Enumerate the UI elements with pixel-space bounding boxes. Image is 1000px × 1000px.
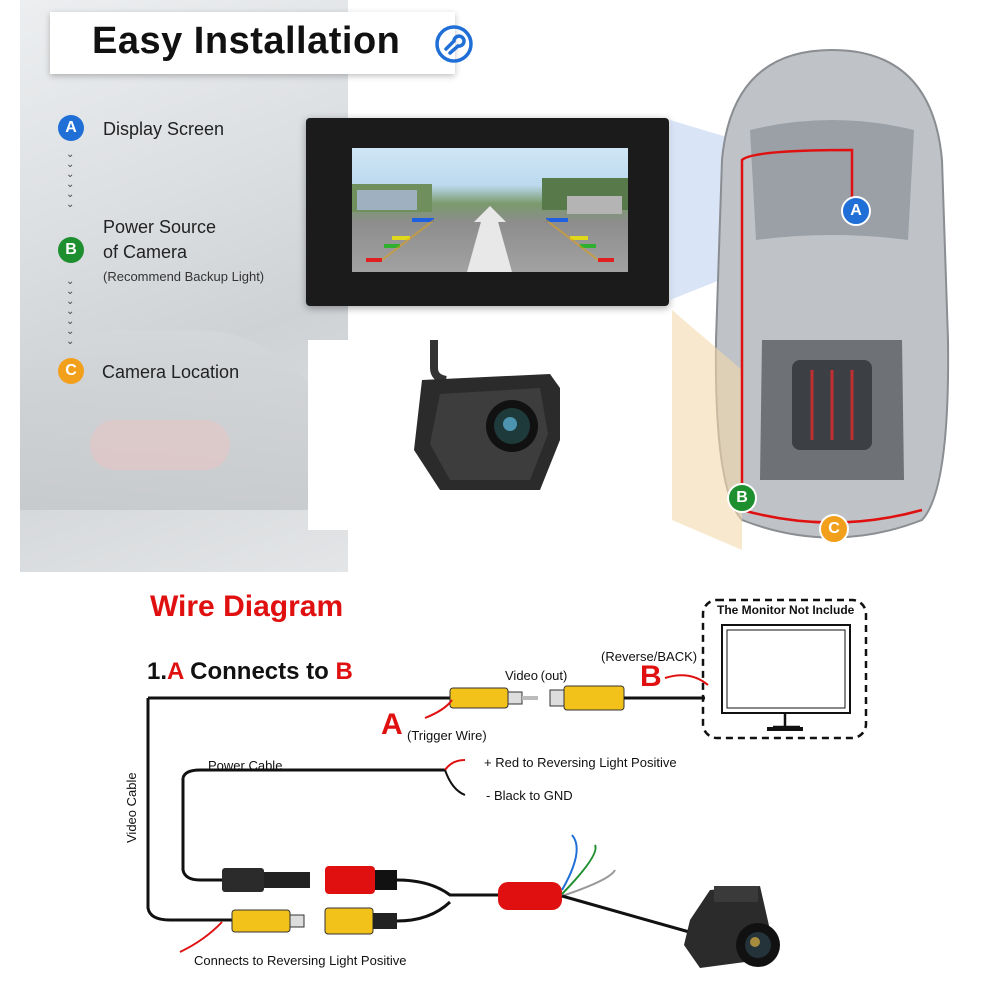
connects-positive-label: Connects to Reversing Light Positive: [194, 953, 407, 968]
legend-of-camera: of Camera: [103, 242, 188, 262]
a-marker: A: [381, 708, 403, 741]
monitor-screen: [352, 148, 628, 272]
trigger-wire-label: (Trigger Wire): [407, 728, 487, 743]
camera-diagram-image: [684, 886, 780, 968]
title-card: [50, 12, 455, 74]
parking-guide-lines: [352, 178, 628, 272]
background-taillight: [90, 420, 230, 470]
legend-note: (Recommend Backup Light): [103, 269, 265, 284]
black-gnd-label: - Black to GND: [486, 788, 573, 803]
video-out-label: Video (out): [505, 668, 568, 683]
car-marker-a: A: [841, 196, 871, 226]
connection-a: A: [167, 658, 184, 685]
legend-badge-b: B: [58, 237, 84, 263]
legend-camera-location: Camera Location: [102, 362, 240, 382]
legend-power-source: Power Source: [103, 217, 217, 237]
connection-b: B: [335, 658, 353, 685]
camera-product-image: [414, 340, 560, 490]
video-cable-label: Video Cable: [124, 772, 139, 843]
legend-badge-c: C: [58, 358, 84, 384]
car-marker-b: B: [727, 483, 757, 513]
legend-display-screen: Display Screen: [103, 119, 225, 139]
b-marker: B: [640, 660, 662, 693]
chevron-down-icon: ⌄⌄⌄⌄⌄⌄⌄: [66, 276, 75, 347]
connection-step: 1.: [147, 658, 168, 685]
power-cable-label: Power Cable: [208, 758, 283, 773]
reverse-back-label: (Reverse/BACK): [601, 649, 698, 664]
legend-badge-a: A: [58, 115, 84, 141]
red-positive-label: + Red to Reversing Light Positive: [484, 755, 677, 770]
monitor-not-included-label: The Monitor Not Include: [717, 603, 855, 617]
connection-title: 1.A Connects to B: [147, 658, 353, 686]
connection-mid: Connects to: [183, 658, 336, 685]
wrench-icon: [435, 25, 473, 63]
wire-diagram-title: Wire Diagram: [150, 590, 344, 623]
car-top-view: [672, 40, 992, 560]
background-photo: [20, 0, 348, 572]
car-marker-c: C: [819, 514, 849, 544]
page-title: Easy Installation: [92, 20, 401, 62]
chevron-down-icon: ⌄⌄⌄⌄⌄⌄: [66, 149, 75, 210]
wire-diagram-drawing: [146, 598, 868, 968]
